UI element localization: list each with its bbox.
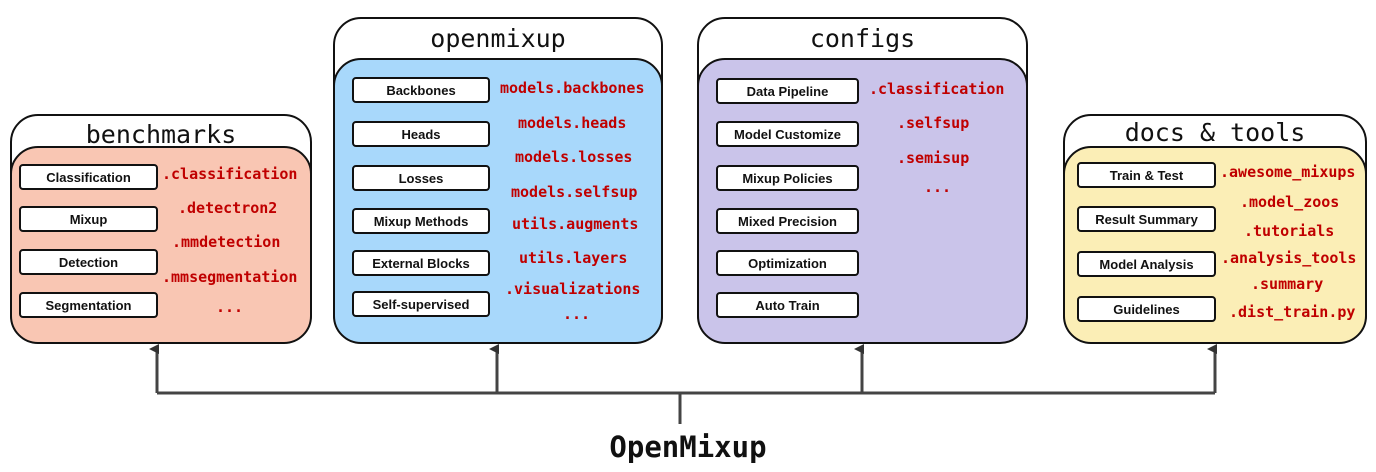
benchmarks-title: benchmarks (85, 120, 237, 149)
openmixup-button-heads[interactable]: Heads (352, 121, 490, 147)
openmixup-module-utils-layers: utils.layers (519, 249, 628, 267)
docs-tools-button-guidelines[interactable]: Guidelines (1077, 296, 1216, 322)
benchmarks-button-detection[interactable]: Detection (19, 249, 158, 275)
docs-tools-module-summary: .summary (1251, 275, 1324, 293)
configs-module-more: ... (924, 178, 952, 196)
docs-tools-button-train-test[interactable]: Train & Test (1077, 162, 1216, 188)
openmixup-module-models-heads: models.heads (518, 114, 627, 132)
openmixup-module-models-losses: models.losses (515, 148, 633, 166)
docs-tools-button-model-analysis[interactable]: Model Analysis (1077, 251, 1216, 277)
openmixup-button-external-blocks[interactable]: External Blocks (352, 250, 490, 276)
openmixup-button-mixup-methods[interactable]: Mixup Methods (352, 208, 490, 234)
configs-panel: configs (697, 17, 1028, 344)
configs-button-data-pipeline[interactable]: Data Pipeline (716, 78, 859, 104)
configs-module-semisup: .semisup (897, 149, 970, 167)
configs-button-model-customize[interactable]: Model Customize (716, 121, 859, 147)
configs-module-selfsup: .selfsup (897, 114, 970, 132)
openmixup-module-more: ... (563, 305, 591, 323)
configs-module-classification: .classification (869, 80, 1005, 98)
benchmarks-module-more: ... (216, 298, 244, 316)
docs-tools-button-result-summary[interactable]: Result Summary (1077, 206, 1216, 232)
openmixup-module-visualizations: .visualizations (505, 280, 641, 298)
configs-button-optimization[interactable]: Optimization (716, 250, 859, 276)
configs-button-auto-train[interactable]: Auto Train (716, 292, 859, 318)
docs-tools-title: docs & tools (1124, 118, 1306, 147)
docs-tools-module-tutorials: .tutorials (1244, 222, 1335, 240)
docs-tools-module-awesome-mixups: .awesome_mixups (1220, 163, 1356, 181)
benchmarks-module-classification: .classification (162, 165, 298, 183)
openmixup-module-models-backbones: models.backbones (500, 79, 645, 97)
configs-button-mixed-precision[interactable]: Mixed Precision (716, 208, 859, 234)
configs-button-mixup-policies[interactable]: Mixup Policies (716, 165, 859, 191)
benchmarks-button-classification[interactable]: Classification (19, 164, 158, 190)
docs-tools-module-model-zoos: .model_zoos (1240, 193, 1340, 211)
benchmarks-module-detectron2: .detectron2 (178, 199, 278, 217)
openmixup-module-utils-augments: utils.augments (512, 215, 639, 233)
openmixup-button-backbones[interactable]: Backbones (352, 77, 490, 103)
benchmarks-module-mmsegmentation: .mmsegmentation (162, 268, 298, 286)
openmixup-title: openmixup (430, 24, 566, 53)
openmixup-button-losses[interactable]: Losses (352, 165, 490, 191)
docs-tools-module-analysis-tools: .analysis_tools (1221, 249, 1357, 267)
benchmarks-button-mixup[interactable]: Mixup (19, 206, 158, 232)
openmixup-module-models-selfsup: models.selfsup (511, 183, 638, 201)
benchmarks-module-mmdetection: .mmdetection (172, 233, 281, 251)
configs-title: configs (809, 24, 916, 53)
openmixup-root-title: OpenMixup (609, 430, 767, 464)
benchmarks-button-segmentation[interactable]: Segmentation (19, 292, 158, 318)
openmixup-button-self-supervised[interactable]: Self-supervised (352, 291, 490, 317)
docs-tools-module-dist-train: .dist_train.py (1229, 303, 1356, 321)
